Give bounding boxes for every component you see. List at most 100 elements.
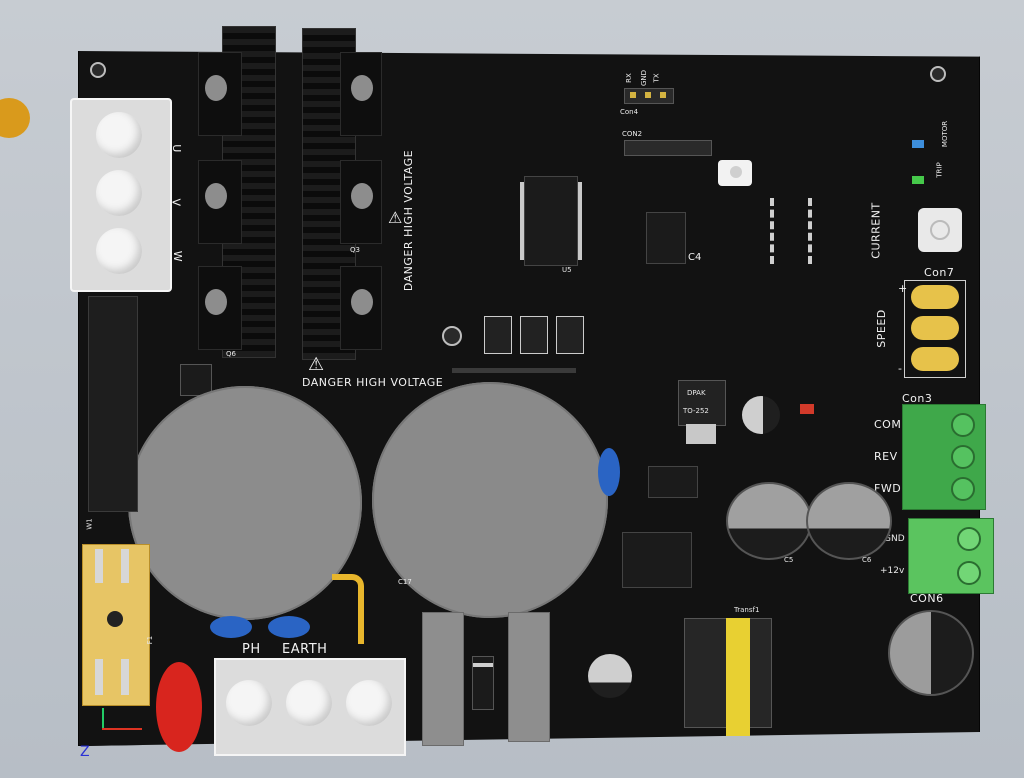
con7-name: Con7 <box>924 266 955 279</box>
header-con2[interactable] <box>624 140 712 156</box>
capacitor-c5 <box>726 482 812 560</box>
terminal-screw <box>96 170 142 216</box>
bridge-label: W1 <box>85 518 94 530</box>
con3-pin-label: REV <box>874 450 898 463</box>
ic-label: C4 <box>688 252 702 263</box>
mosfet <box>340 160 382 244</box>
warning-horizontal: DANGER HIGH VOLTAGE <box>302 376 444 389</box>
header-pin-label: RX <box>624 73 633 83</box>
pad <box>911 316 959 340</box>
terminal-screw <box>951 445 975 469</box>
terminal-label-earth: EARTH <box>282 642 328 657</box>
ic-u4 <box>646 212 686 264</box>
label-u: U <box>169 144 183 153</box>
smd-cluster <box>484 316 584 356</box>
current-label: CURRENT <box>869 202 883 259</box>
terminal-screw <box>96 228 142 274</box>
ic-dpt1 <box>648 466 698 498</box>
terminal-screw <box>951 413 975 437</box>
terminal-screw <box>957 561 981 585</box>
capacitor-c6 <box>806 482 892 560</box>
mosfet <box>198 52 242 136</box>
header-pin <box>645 92 651 98</box>
bulk-capacitor-left <box>128 386 362 620</box>
label-v: V <box>169 198 183 207</box>
pad <box>911 347 959 371</box>
ic-u6 <box>770 198 812 264</box>
warning-symbol-icon: ⚠ <box>388 208 403 227</box>
con3-terminal[interactable] <box>902 404 986 510</box>
con3-pin-label: FWD <box>874 482 902 495</box>
diode-d2 <box>472 656 494 710</box>
con3-name: Con3 <box>902 392 933 405</box>
status-led-trip <box>912 176 924 184</box>
terminal-screw <box>957 527 981 551</box>
mosfet <box>198 160 242 244</box>
capacitor-con6 <box>888 610 974 696</box>
axis-y-indicator <box>102 708 104 730</box>
led-name: MOTOR <box>941 120 950 148</box>
mounting-hole <box>90 62 106 78</box>
con3-pin-label: COM <box>874 418 902 431</box>
led-name: TRIP <box>935 162 944 178</box>
con7-plus: + <box>898 282 908 295</box>
con7-speed-connector[interactable] <box>904 280 966 378</box>
transformer-coil <box>726 618 750 736</box>
capacitor-c11 <box>742 396 780 434</box>
dpak-regulator: DPAK TO-252 <box>678 380 726 426</box>
push-button-s1[interactable] <box>718 160 752 186</box>
status-led-motor <box>912 140 924 148</box>
fuse-holder <box>82 544 150 706</box>
mosfet <box>340 266 382 350</box>
terminal-screw <box>96 112 142 158</box>
q-label: Q3 <box>350 246 360 254</box>
bridge-rectifier <box>88 296 138 512</box>
yellow-wire <box>332 574 364 644</box>
header-pin-label: GND <box>640 69 649 87</box>
dpak-text: TO-252 <box>683 407 709 415</box>
axis-x-indicator <box>102 728 142 730</box>
dpak-text: DPAK <box>687 389 706 397</box>
label-w: W <box>171 250 185 263</box>
con7-minus: - <box>898 362 903 375</box>
terminal-screw <box>226 680 272 726</box>
current-potentiometer[interactable] <box>918 208 962 252</box>
ic-u5 <box>524 176 578 266</box>
power-input-terminal[interactable] <box>908 518 994 594</box>
mosfet <box>198 266 242 350</box>
mounting-hole <box>442 326 462 346</box>
film-capacitor-c7 <box>422 612 464 746</box>
pad <box>911 285 959 309</box>
ic-label: U5 <box>562 266 572 274</box>
q-label: Q6 <box>226 350 236 358</box>
blue-capacitor <box>268 616 310 638</box>
terminal-screw <box>951 477 975 501</box>
header-pin <box>660 92 666 98</box>
header-pin-label: TX <box>652 73 661 83</box>
capacitor-c9 <box>588 654 632 698</box>
header-name: Con4 <box>620 108 639 116</box>
power-pin-label: +12v <box>880 566 905 576</box>
orange-fragment <box>0 98 30 138</box>
ic-u1 <box>622 532 692 588</box>
header-con4[interactable] <box>624 88 674 104</box>
terminal-screw <box>286 680 332 726</box>
header-name: CON2 <box>622 130 643 138</box>
power-terminal-uvw[interactable] <box>70 98 172 292</box>
speed-label: SPEED <box>874 309 888 348</box>
axis-z-label: Z <box>80 744 90 760</box>
blue-capacitor <box>210 616 252 638</box>
mounting-hole <box>930 66 946 82</box>
cap-label: C17 <box>398 578 412 586</box>
blue-capacitor <box>598 448 620 496</box>
ac-input-terminal[interactable] <box>214 658 406 756</box>
varistor <box>156 662 202 752</box>
con6-name: CON6 <box>910 592 944 605</box>
cap-label: C5 <box>784 556 794 564</box>
header-pin <box>630 92 636 98</box>
red-led <box>800 404 814 414</box>
terminal-screw <box>346 680 392 726</box>
fuse-label: F1 <box>146 635 155 645</box>
warning-vertical: DANGER HIGH VOLTAGE <box>402 149 416 292</box>
